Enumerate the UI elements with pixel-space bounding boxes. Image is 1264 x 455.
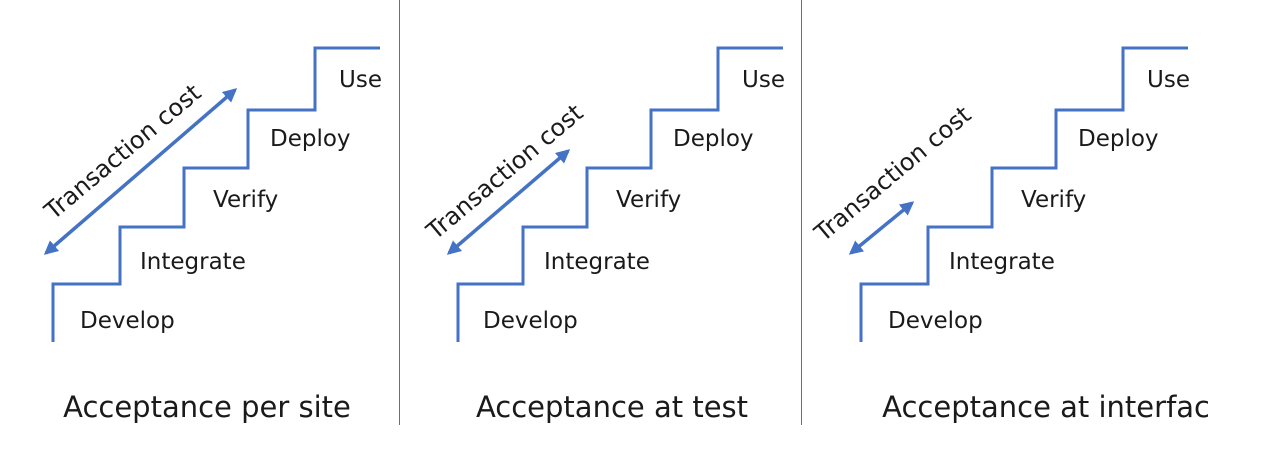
transaction-cost-arrow bbox=[43, 88, 238, 255]
staircase-diagram: Transaction cost Develop Integrate Verif… bbox=[39, 46, 382, 424]
step-label-use: Use bbox=[1147, 67, 1190, 93]
panel-acceptance-at-interface: Transaction cost Develop Integrate Verif… bbox=[808, 0, 1228, 450]
panel-divider-1 bbox=[399, 0, 400, 425]
step-label-integrate: Integrate bbox=[949, 249, 1055, 275]
step-label-verify: Verify bbox=[1021, 187, 1086, 213]
step-label-integrate: Integrate bbox=[544, 249, 650, 275]
step-label-use: Use bbox=[339, 67, 382, 93]
staircase-line bbox=[859, 46, 1188, 342]
step-label-use: Use bbox=[742, 67, 785, 93]
step-label-develop: Develop bbox=[483, 308, 578, 334]
step-label-verify: Verify bbox=[213, 187, 278, 213]
step-label-verify: Verify bbox=[616, 187, 681, 213]
staircase-diagram: Transaction cost Develop Integrate Verif… bbox=[421, 46, 785, 424]
panel-caption: Acceptance at interface bbox=[882, 390, 1208, 424]
panel-divider-2 bbox=[801, 0, 802, 425]
panel-acceptance-at-test: Transaction cost Develop Integrate Verif… bbox=[403, 0, 803, 450]
staircase-line bbox=[456, 46, 783, 342]
panel-acceptance-per-site: Transaction cost Develop Integrate Verif… bbox=[0, 0, 400, 450]
step-label-develop: Develop bbox=[80, 308, 175, 334]
transaction-cost-arrow bbox=[446, 149, 571, 255]
transaction-cost-label: Transaction cost bbox=[421, 99, 589, 246]
step-label-deploy: Deploy bbox=[1078, 126, 1159, 152]
transaction-cost-arrow bbox=[848, 201, 915, 255]
step-label-develop: Develop bbox=[888, 308, 983, 334]
step-label-deploy: Deploy bbox=[673, 126, 754, 152]
panel-caption: Acceptance per site bbox=[63, 390, 351, 424]
step-label-integrate: Integrate bbox=[140, 249, 246, 275]
panel-caption: Acceptance at test bbox=[476, 390, 748, 424]
transaction-cost-label: Transaction cost bbox=[39, 79, 207, 226]
step-label-deploy: Deploy bbox=[270, 126, 351, 152]
staircase-diagram: Transaction cost Develop Integrate Verif… bbox=[809, 46, 1228, 424]
